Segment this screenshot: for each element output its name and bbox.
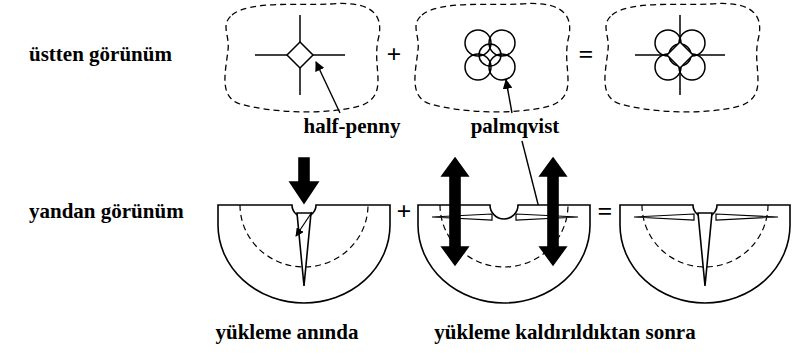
caption-label: yandan görünüm — [28, 200, 185, 223]
caption-label: yükleme kaldırıldıktan sonra — [433, 321, 696, 344]
operator-sign: + — [396, 198, 413, 227]
caption-label: üstten görünüm — [28, 43, 173, 66]
side-section-combined — [620, 205, 790, 303]
operator-sign: + — [386, 41, 403, 70]
caption-label: yükleme anında — [215, 321, 360, 344]
caption-label: palmqvist — [470, 115, 561, 138]
side-section-loading — [218, 158, 390, 303]
side-section-unloaded — [418, 158, 590, 303]
specimen-outline — [225, 3, 760, 111]
operator-sign: = — [578, 41, 595, 70]
caption-label: half-penny — [303, 115, 402, 138]
operator-sign: = — [597, 198, 614, 227]
